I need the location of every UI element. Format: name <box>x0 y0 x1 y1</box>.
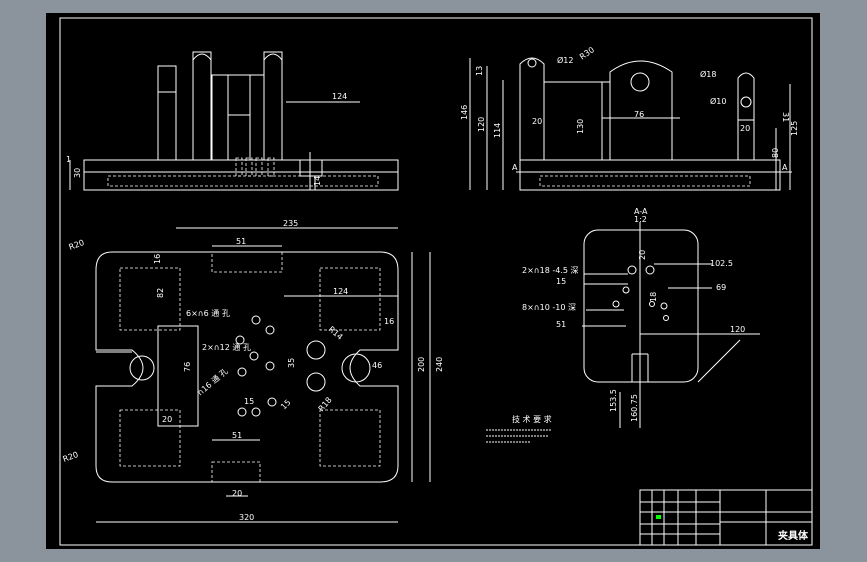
dim-label: 15 <box>244 397 254 406</box>
hole-note: 8×∩10 -10 深 <box>522 303 576 312</box>
tech-req-text <box>486 429 552 443</box>
scale-label: 1:2 <box>634 215 647 224</box>
dim-label: 76 <box>634 110 644 119</box>
dim-label: 14 <box>313 176 322 186</box>
dim-label: 15 <box>279 398 293 412</box>
dim-label: 120 <box>477 117 486 132</box>
dim-label: 69 <box>716 283 726 292</box>
dim-label: R20 <box>68 238 86 252</box>
dim-label: 15 <box>556 277 566 286</box>
dim-label: 20 <box>232 489 242 498</box>
tech-req-title: 技 术 要 求 <box>512 414 552 424</box>
dim-label: 125 <box>790 121 799 136</box>
dim-label: 20 <box>162 415 172 424</box>
side-view <box>469 57 792 191</box>
dim-label: 320 <box>239 513 254 522</box>
dim-label: 130 <box>576 119 585 134</box>
color-marker <box>656 515 661 519</box>
dim-label: Ø12 <box>557 55 573 65</box>
hole-note: ∩16 通 孔 <box>195 366 230 398</box>
dim-label: 31 <box>781 112 790 122</box>
dim-label: 153.5 <box>609 389 618 412</box>
dim-label: 124 <box>333 287 348 296</box>
dim-label: R30 <box>578 45 596 61</box>
dim-label: 120 <box>730 325 745 334</box>
section-mark: A <box>512 163 518 172</box>
dim-label: R14 <box>327 325 345 342</box>
dim-label: 124 <box>332 92 347 101</box>
top-view <box>95 227 431 523</box>
dim-label: 18 <box>649 292 658 302</box>
section-mark: A <box>782 163 788 172</box>
dim-label: 20 <box>532 117 542 126</box>
sheet-border <box>59 17 813 546</box>
dim-label: 114 <box>493 123 502 138</box>
dim-label: Ø18 <box>700 69 716 79</box>
dim-label: 82 <box>156 288 165 298</box>
dim-label: 16 <box>153 254 162 264</box>
part-name: 夹具体 <box>778 529 809 542</box>
dim-label: 146 <box>460 105 469 120</box>
dim-label: 80 <box>771 148 780 158</box>
section-view <box>582 222 760 428</box>
dim-label: 1 <box>66 155 71 164</box>
dim-label: 240 <box>435 357 444 372</box>
dim-label: 20 <box>638 250 647 260</box>
title-block <box>639 489 813 546</box>
hole-note: 6×∩6 通 孔 <box>186 308 230 318</box>
front-view <box>69 51 399 191</box>
dim-label: 76 <box>183 362 192 372</box>
dim-label: 46 <box>372 361 382 370</box>
dim-label: 20 <box>740 124 750 133</box>
dim-label: 51 <box>556 320 566 329</box>
drawing-sheet <box>46 13 820 549</box>
dim-label: 235 <box>283 219 298 228</box>
dim-label: 160.75 <box>630 394 639 422</box>
dim-label: 51 <box>236 237 246 246</box>
dim-label: 51 <box>232 431 242 440</box>
dim-label: Ø10 <box>710 96 726 106</box>
dim-label: R18 <box>317 395 334 413</box>
hole-note: 2×∩12 通 孔 <box>202 342 251 352</box>
dim-label: 35 <box>287 358 296 368</box>
dim-label: 16 <box>384 317 394 326</box>
dim-label: 102.5 <box>710 259 733 268</box>
dim-label: 30 <box>73 168 82 178</box>
dim-label: 13 <box>475 66 484 76</box>
section-title: A-A <box>634 207 648 216</box>
hole-note: 2×∩18 -4.5 深 <box>522 266 579 275</box>
dim-label: 200 <box>417 357 426 372</box>
dim-label: R20 <box>62 450 80 464</box>
